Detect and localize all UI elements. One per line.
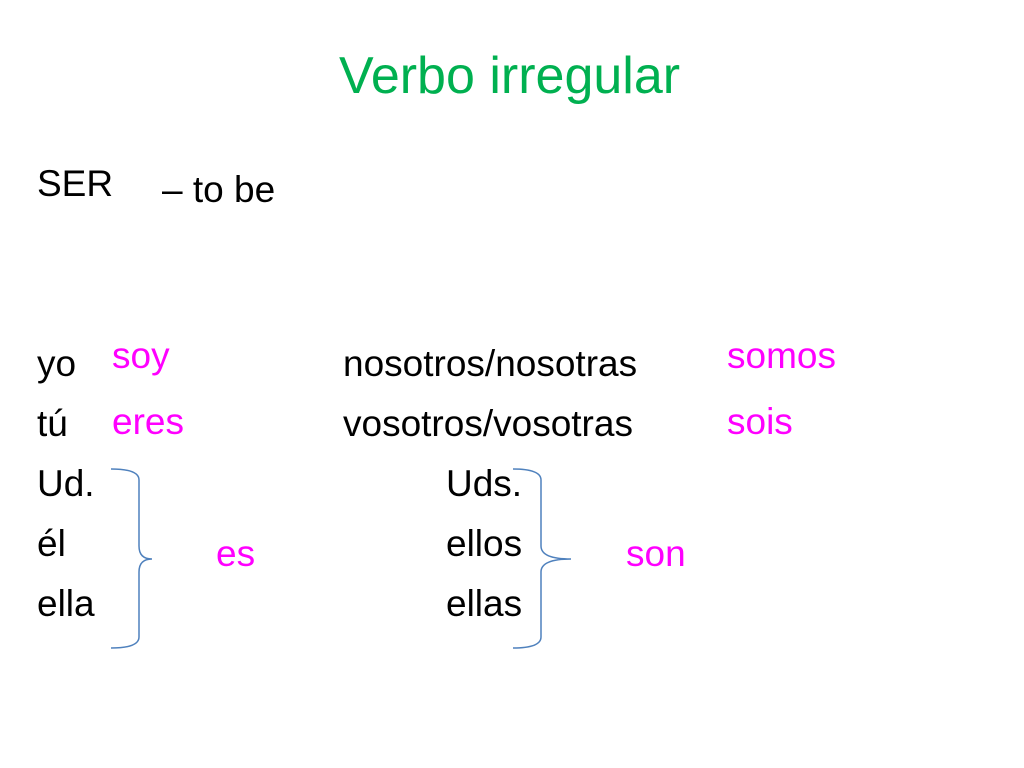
singular-brace bbox=[110, 468, 153, 649]
plural-brace bbox=[512, 468, 572, 649]
pronoun-yo: yo bbox=[37, 343, 77, 384]
pronoun-tu: tú bbox=[37, 403, 68, 444]
form-soy: soy bbox=[112, 335, 170, 376]
verb-meaning: – to be bbox=[162, 169, 276, 210]
pronoun-ellas: ellas bbox=[446, 583, 523, 624]
verb-infinitive: SER bbox=[37, 163, 114, 204]
slide-title: Verbo irregular bbox=[339, 47, 681, 105]
form-eres: eres bbox=[112, 401, 184, 442]
pronoun-ellos: ellos bbox=[446, 523, 523, 564]
form-somos: somos bbox=[727, 335, 836, 376]
form-es: es bbox=[216, 533, 256, 574]
pronoun-nosotros: nosotros/nosotras bbox=[343, 343, 638, 384]
pronoun-uds: Uds. bbox=[446, 463, 523, 504]
pronoun-ud: Ud. bbox=[37, 463, 95, 504]
form-son: son bbox=[626, 533, 686, 574]
pronoun-ella: ella bbox=[37, 583, 95, 624]
form-sois: sois bbox=[727, 401, 793, 442]
pronoun-vosotros: vosotros/vosotras bbox=[343, 403, 633, 444]
pronoun-el: él bbox=[37, 523, 66, 564]
